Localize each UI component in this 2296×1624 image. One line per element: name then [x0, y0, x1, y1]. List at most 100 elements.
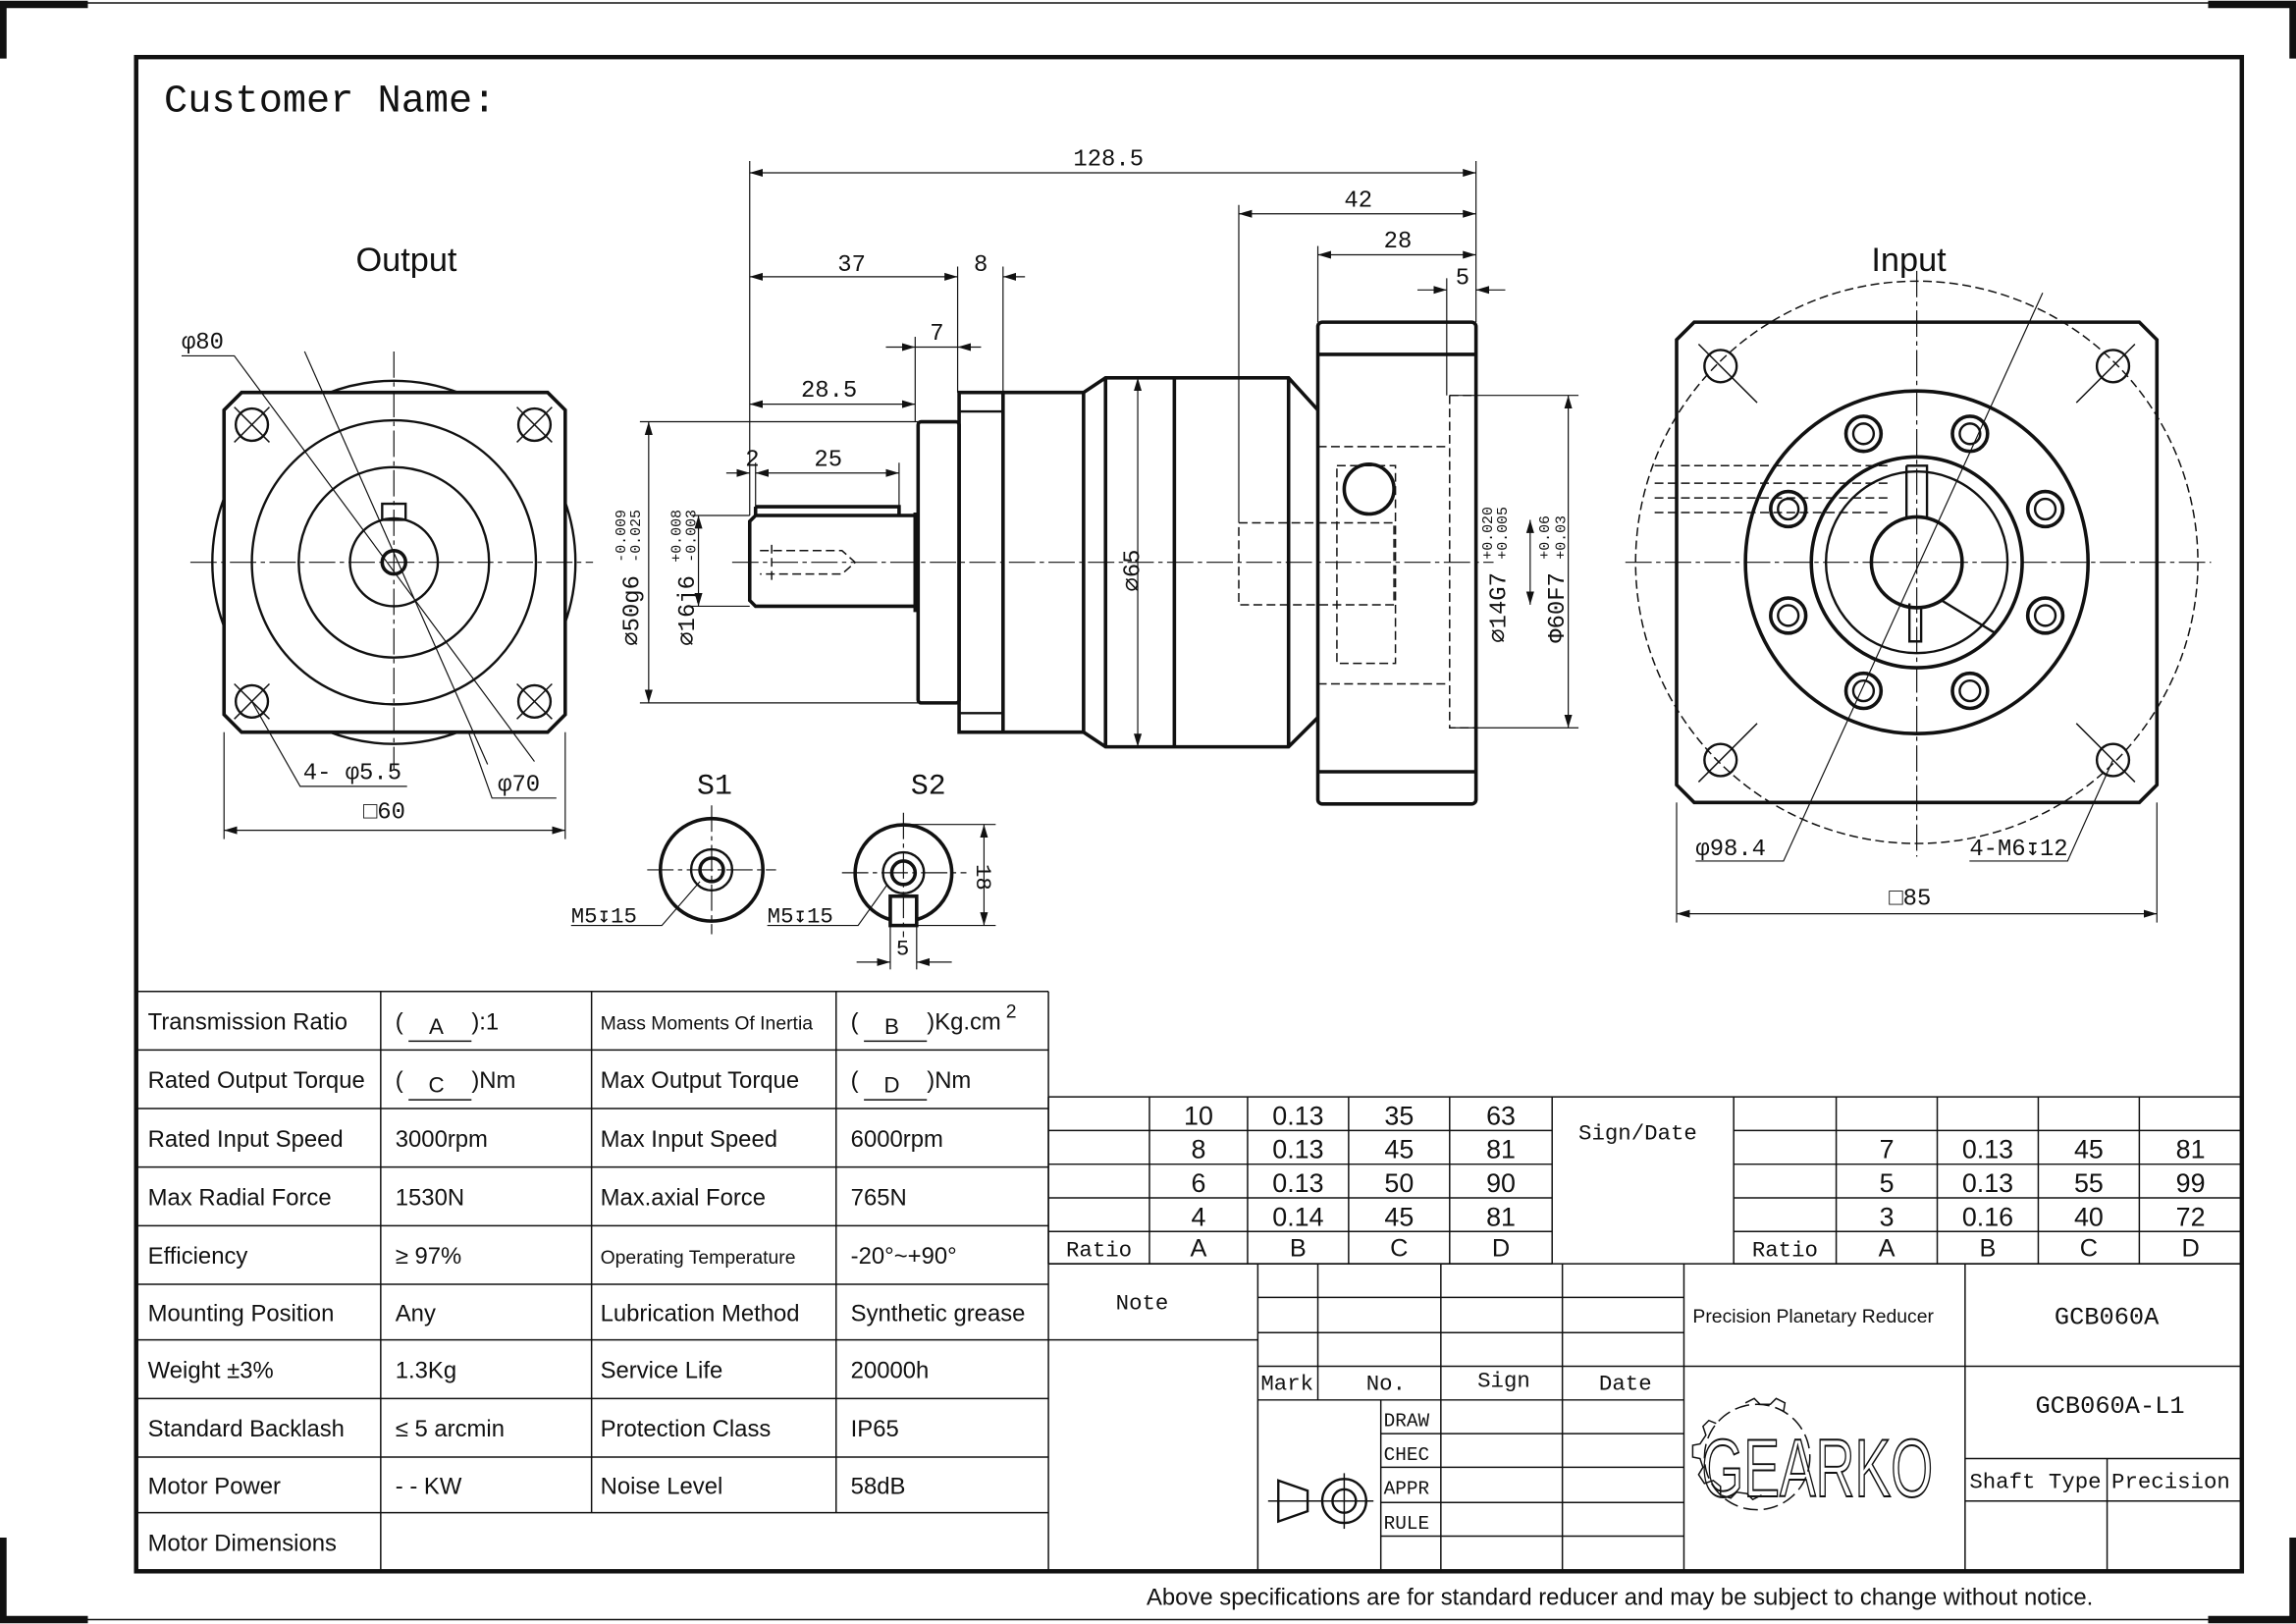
s1-thread-label: M5↧15: [571, 904, 637, 930]
spec-row: Efficiency≥ 97%Operating Temperature-20°…: [148, 1243, 957, 1270]
spec-value-2: IP65: [851, 1416, 899, 1442]
sign-date-label: Sign/Date: [1578, 1120, 1697, 1146]
ratio-cell: 0.13: [1272, 1101, 1323, 1130]
ratio-cell: 40: [2074, 1202, 2104, 1231]
ratio-cell: 0.13: [1272, 1168, 1323, 1198]
output-phi70-label: φ70: [498, 772, 540, 798]
svg-text:Φ60F7: Φ60F7: [1545, 572, 1572, 643]
spec-value-2-unit: )Kg.cm: [927, 1008, 1001, 1035]
ratio-cell: 6: [1192, 1168, 1206, 1198]
spec-value-2: 6000rpm: [851, 1126, 943, 1153]
ratio-cell: 0.13: [1962, 1168, 2013, 1198]
spec-value: - - KW: [396, 1473, 462, 1499]
s2-height-label: 18: [970, 864, 995, 891]
ratio-header-cell: D: [1492, 1235, 1510, 1263]
bolt-hole: [1769, 596, 1808, 635]
spec-value-2-unit: )Nm: [927, 1067, 971, 1094]
spec-value-open: (: [396, 1067, 403, 1094]
side-view: 128.5 42 28 5 37 8 7 28.5 2 25 ⌀50g6 -0.…: [614, 147, 1579, 806]
spec-label: Motor Power: [148, 1473, 281, 1499]
spec-label-2: Max Output Torque: [601, 1067, 800, 1094]
role-check: CHEC: [1384, 1444, 1430, 1466]
ratio-header-cell: B: [1980, 1235, 1997, 1263]
svg-text:+0.06: +0.06: [1538, 515, 1554, 560]
mark-header: Mark: [1260, 1371, 1313, 1396]
spec-label: Weight ±3%: [148, 1357, 274, 1383]
ratio-header-cell: B: [1290, 1235, 1307, 1263]
drawing-number: GCB060A-L1: [2035, 1392, 2184, 1421]
spec-value-unit: )Nm: [471, 1067, 515, 1094]
spec-label-2: Noise Level: [601, 1473, 723, 1499]
input-square-label: □85: [1889, 887, 1931, 913]
ratio-cell: 4: [1192, 1202, 1206, 1231]
bolt-hole: [1843, 414, 1884, 454]
spec-label: Efficiency: [148, 1243, 248, 1270]
shaft-section-s2: S2 M5↧15 18 5: [767, 769, 996, 970]
footer-disclaimer: Above specifications are for standard re…: [1147, 1585, 2093, 1611]
spec-label-2: Operating Temperature: [601, 1247, 796, 1269]
spec-value-open: (: [396, 1008, 403, 1035]
bolt-hole-inner: [1851, 422, 1876, 446]
svg-text:+0.03: +0.03: [1555, 515, 1571, 560]
ratio-cell: 45: [1384, 1135, 1414, 1164]
note-label: Note: [1116, 1290, 1169, 1316]
date-header: Date: [1599, 1371, 1652, 1396]
ratio-cell: 81: [1486, 1135, 1516, 1164]
bolt-hole: [2025, 489, 2065, 529]
title-block: Note Mark No. Sign Date DRAW CHEC APPR R…: [1048, 1263, 2242, 1572]
svg-text:-0.025: -0.025: [629, 510, 645, 563]
projection-symbol-icon: [1267, 1473, 1374, 1530]
role-draw: DRAW: [1384, 1411, 1430, 1433]
dim-total-length: 128.5: [1073, 147, 1144, 174]
role-rule: RULE: [1384, 1513, 1430, 1535]
input-bolt-holes: [1769, 414, 2065, 711]
dim-d14: ⌀14G7 +0.020 +0.005: [1481, 507, 1513, 643]
svg-text:+0.020: +0.020: [1481, 507, 1497, 560]
ratio-cell: 0.13: [1272, 1135, 1323, 1164]
ratio-header-cell: A: [1879, 1235, 1896, 1263]
spec-label: Rated Output Torque: [148, 1067, 365, 1094]
s1-title: S1: [697, 769, 732, 802]
spec-value: 1530N: [396, 1184, 464, 1211]
spec-label-2: Max.axial Force: [601, 1184, 766, 1211]
ratio-cell: 72: [2176, 1202, 2206, 1231]
s2-thread-label: M5↧15: [768, 904, 833, 930]
input-view: Input φ98.4 4-M6↧12 □85: [1625, 242, 2212, 923]
dim-42: 42: [1344, 188, 1372, 214]
precision-label: Precision: [2111, 1469, 2230, 1494]
dim-37: 37: [837, 252, 866, 279]
dim-d16: ⌀16j6 +0.008 -0.003: [670, 510, 702, 646]
spec-value-2: 58dB: [851, 1473, 906, 1499]
spec-value-2-field: D: [883, 1073, 899, 1098]
ratio-cell: 5: [1880, 1168, 1895, 1198]
ratio-cell: 81: [1486, 1202, 1516, 1231]
spec-label: Motor Dimensions: [148, 1530, 337, 1556]
output-view-title: Output: [355, 242, 456, 279]
product-name: Precision Planetary Reducer: [1692, 1306, 1934, 1327]
role-approve: APPR: [1384, 1478, 1430, 1499]
dim-d50: ⌀50g6 -0.009 -0.025: [614, 510, 646, 646]
shaft-section-s1: S1 M5↧15: [570, 769, 776, 935]
spec-label-2: Service Life: [601, 1357, 723, 1383]
ratio-cell: 81: [2176, 1135, 2206, 1164]
ratio-cell: 10: [1184, 1101, 1213, 1130]
bolt-hole-inner: [2033, 604, 2057, 627]
bolt-hole-inner: [1958, 422, 1982, 446]
gearko-logo-text: GEARKO: [1701, 1422, 1933, 1514]
ratio-cell: 7: [1880, 1135, 1895, 1164]
s2-title: S2: [911, 769, 946, 802]
